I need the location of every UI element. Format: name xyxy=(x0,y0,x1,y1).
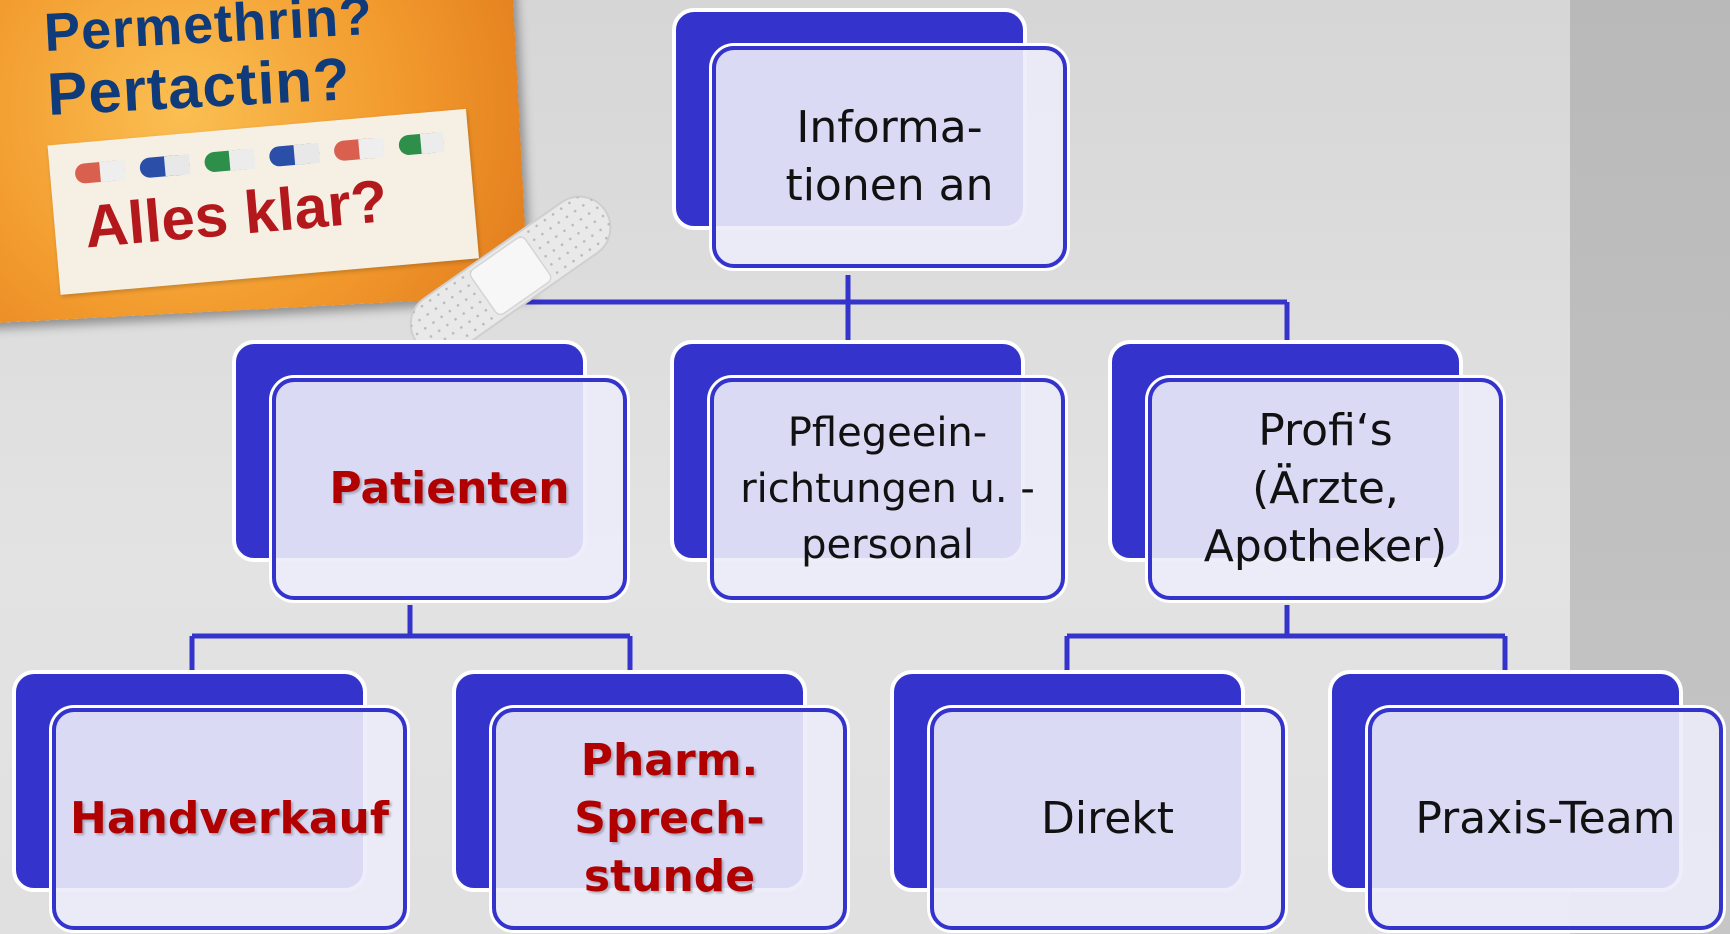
plaster-icon xyxy=(409,195,612,355)
node-label-line: Apotheker) xyxy=(1203,521,1448,572)
node-front: Handverkauf xyxy=(52,708,407,930)
node-front: Praxis-Team xyxy=(1368,708,1723,930)
cover-title-line2: Pertactin? xyxy=(45,45,353,128)
node-front: Informa- tionen an xyxy=(712,46,1067,268)
node-label-line: Handverkauf xyxy=(70,793,389,844)
pills-icon xyxy=(75,131,445,184)
node-label-line: (Ärzte, xyxy=(1252,463,1399,514)
node-front: Pflegeein- richtungen u. - personal xyxy=(710,378,1065,600)
node-front: Patienten xyxy=(272,378,627,600)
node-label-line: Profi‘s xyxy=(1258,405,1393,456)
node-label-line: Informa- xyxy=(796,102,983,153)
node-label-line: stunde xyxy=(583,851,756,902)
node-label-line: tionen an xyxy=(785,160,994,211)
node-label-line: Praxis-Team xyxy=(1415,793,1676,844)
node-front: Direkt xyxy=(930,708,1285,930)
node-label-line: Sprech- xyxy=(574,793,765,844)
node-label-line: Patienten xyxy=(329,463,570,514)
node-label-line: richtungen u. - xyxy=(740,466,1035,512)
cover-label-strip: Alles klar? xyxy=(47,108,480,295)
book-cover-image: Permethrin? Pertactin? Alles klar? xyxy=(0,0,529,325)
node-label-line: Direkt xyxy=(1040,793,1175,844)
node-label-line: personal xyxy=(801,522,974,568)
node-front: Pharm. Sprech- stunde xyxy=(492,708,847,930)
node-label-line: Pflegeein- xyxy=(787,410,988,456)
node-front: Profi‘s (Ärzte, Apotheker) xyxy=(1148,378,1503,600)
node-label-line: Pharm. xyxy=(580,735,759,786)
